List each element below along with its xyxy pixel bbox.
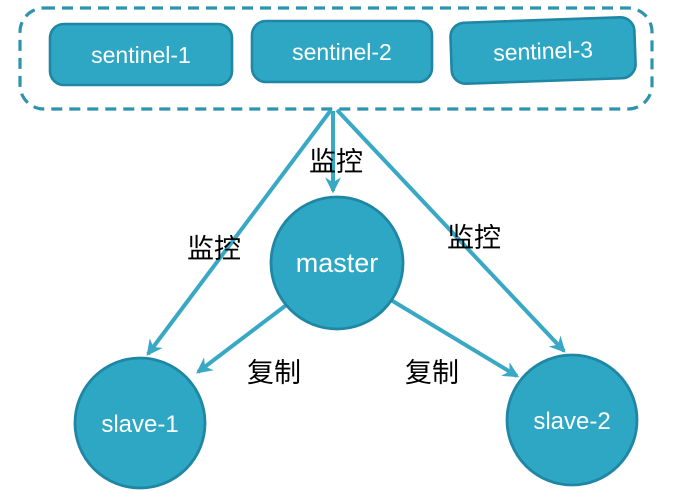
sentinel-1-node: sentinel-1 — [48, 22, 234, 87]
slave-1-circle — [73, 356, 207, 490]
replicate-label-right: 复制 — [405, 358, 459, 389]
slave-2-label: slave-2 — [533, 408, 610, 435]
sentinel-2-node: sentinel-2 — [250, 19, 434, 84]
monitor-label-center: 监控 — [309, 147, 363, 178]
master-node: master — [269, 195, 405, 331]
replicate-arrow-to-slave1 — [196, 301, 291, 374]
master-label: master — [296, 248, 379, 278]
sentinel-1-label: sentinel-1 — [91, 42, 191, 68]
sentinel-2-label: sentinel-2 — [292, 39, 392, 65]
sentinel-1-box — [48, 22, 234, 87]
monitor-label-left: 监控 — [187, 234, 241, 265]
monitor-arrow-to-slave2 — [335, 108, 566, 353]
monitor-label-right: 监控 — [447, 223, 501, 254]
master-circle — [269, 195, 405, 331]
sentinel-3-label: sentinel-3 — [493, 36, 594, 65]
sentinel-2-box — [250, 19, 434, 84]
monitor-arrow-to-slave1 — [146, 108, 333, 356]
slave-1-node: slave-1 — [73, 356, 207, 490]
sentinel-3-node: sentinel-3 — [449, 15, 637, 86]
replicate-arrow-to-slave2 — [389, 298, 520, 378]
sentinel-3-box — [449, 15, 637, 86]
replicate-label-left: 复制 — [247, 358, 301, 389]
slave-2-node: slave-2 — [505, 353, 639, 487]
slave-2-circle — [505, 353, 639, 487]
slave-1-label: slave-1 — [101, 411, 178, 438]
sentinel-cluster-dashed-border — [18, 6, 654, 111]
